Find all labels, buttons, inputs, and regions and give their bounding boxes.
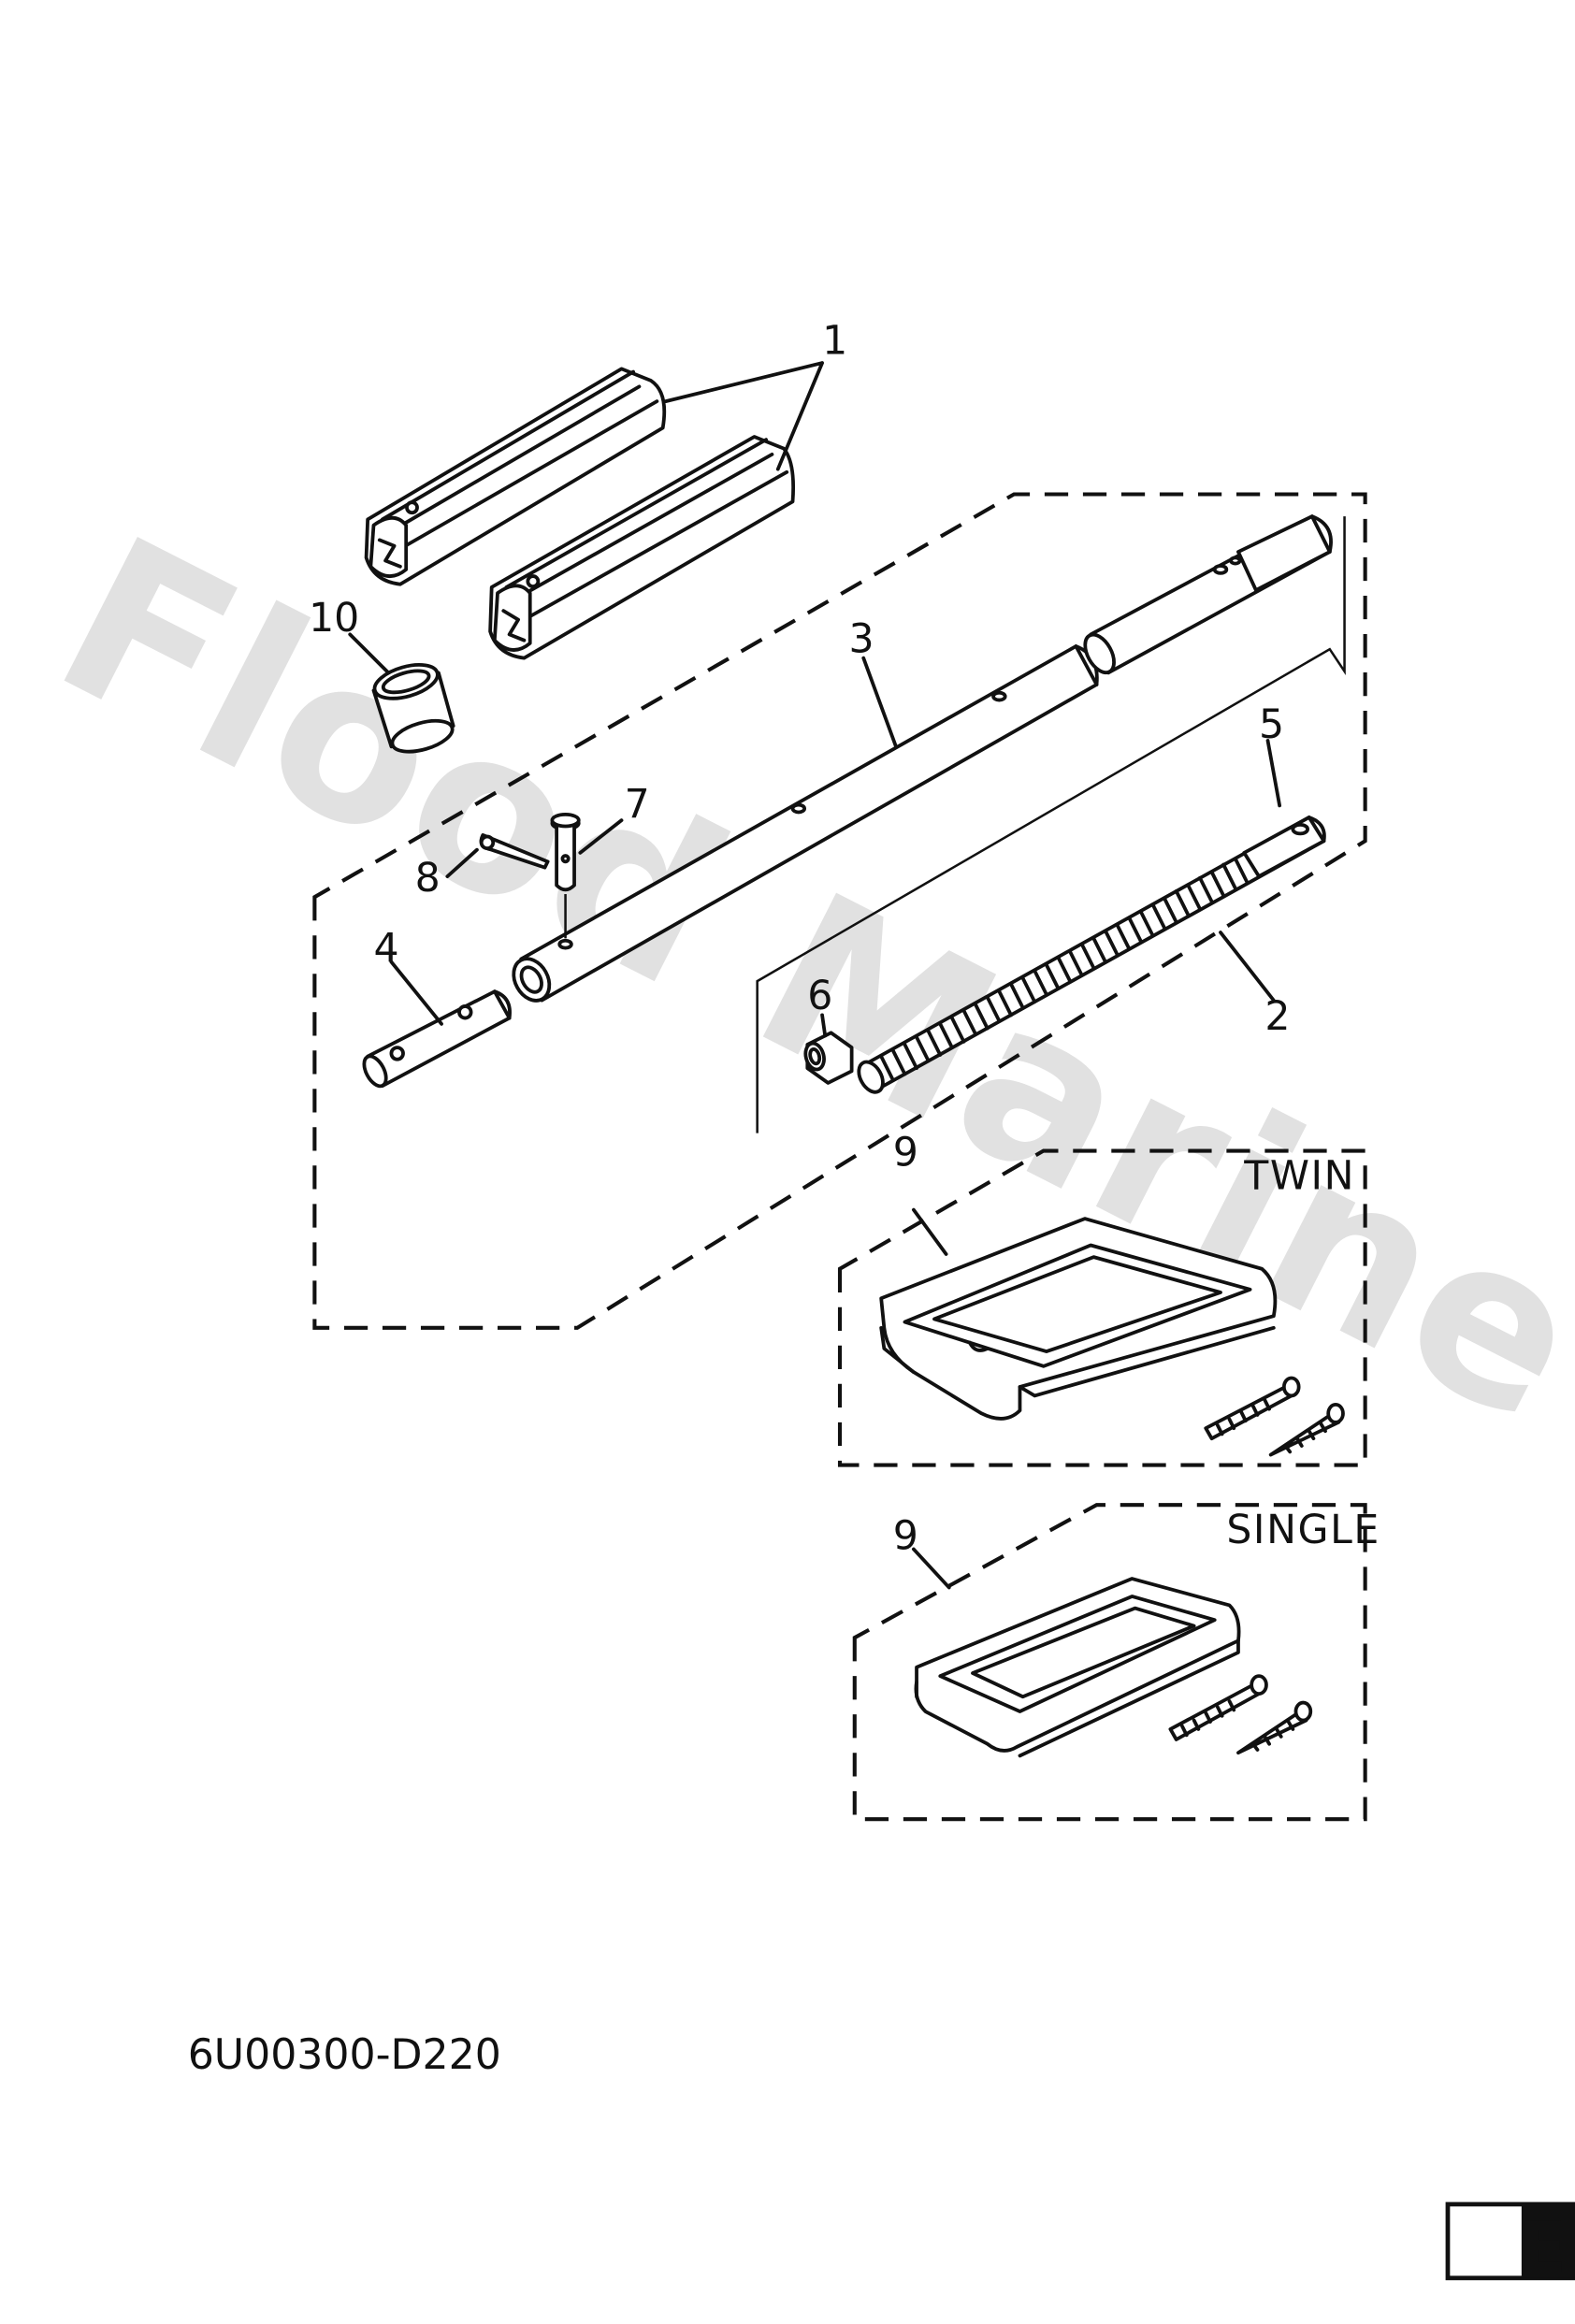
callout-3: 3: [848, 615, 874, 662]
part-10-leader: [348, 632, 391, 675]
callout-9-single: 9: [893, 1512, 918, 1559]
callout-6: 6: [807, 973, 832, 1019]
single-group-dashed-outline: [852, 1503, 1367, 1822]
part-8-cotter-pin: [479, 833, 550, 870]
linkage-assembly-dashed-outline: [312, 492, 1367, 1330]
part-5-thread-lines: [879, 857, 1250, 1082]
twin-screw-wood: [1268, 1402, 1345, 1457]
part-4-leader: [389, 960, 443, 1026]
section-letter: E: [1519, 2207, 1568, 2289]
part-9-single-leader: [911, 1547, 951, 1590]
single-group-label: SINGLE: [1226, 1507, 1380, 1553]
part-9-twin-leader: [911, 1207, 948, 1256]
twin-screw-machine: [1204, 1376, 1301, 1441]
part-7-clevis-pin: [550, 812, 581, 939]
part-6-nut: [803, 1031, 854, 1085]
part-9-twin-frame: [879, 1217, 1278, 1421]
part-10-bushing: [371, 663, 455, 754]
callout-8: 8: [415, 855, 441, 902]
callout-1: 1: [822, 318, 847, 365]
watermark: Flood Marine Services: [22, 488, 1575, 1999]
part-8-leader: [445, 847, 479, 878]
single-screw-machine: [1168, 1674, 1268, 1741]
twin-group-dashed-outline: [837, 1148, 1367, 1467]
part-2-leader: [1219, 931, 1276, 1003]
callout-10: 10: [309, 595, 359, 642]
section-tab-fill: [1521, 2203, 1575, 2278]
callout-7: 7: [625, 781, 650, 828]
part-9-single-frame: [914, 1577, 1241, 1758]
part-1-mount-bracket-upper: [364, 367, 667, 586]
twin-group-label: TWIN: [1243, 1153, 1355, 1200]
part-6-leader: [820, 1013, 828, 1038]
callout-5: 5: [1259, 701, 1284, 748]
rod-assembly-bracket: [756, 516, 1346, 1133]
callout-2: 2: [1264, 993, 1290, 1040]
watermark-text: Flood Marine Services: [22, 488, 1575, 1999]
callout-9-twin: 9: [893, 1129, 918, 1176]
part-3-tube: [512, 514, 1333, 1003]
section-tab: E: [1445, 2201, 1575, 2289]
part-1-leader: [663, 361, 824, 471]
part-5-leader: [1265, 739, 1282, 808]
part-4-end-rod: [362, 989, 512, 1089]
part-3-leader: [861, 656, 898, 749]
part-7-leader: [578, 818, 624, 855]
callout-4: 4: [373, 926, 398, 973]
drawing-code: 6U00300-D220: [188, 2031, 501, 2079]
single-screw-wood: [1236, 1700, 1313, 1755]
part-5-threaded-rod: [857, 816, 1326, 1094]
part-1-mount-bracket-lower: [488, 435, 796, 660]
